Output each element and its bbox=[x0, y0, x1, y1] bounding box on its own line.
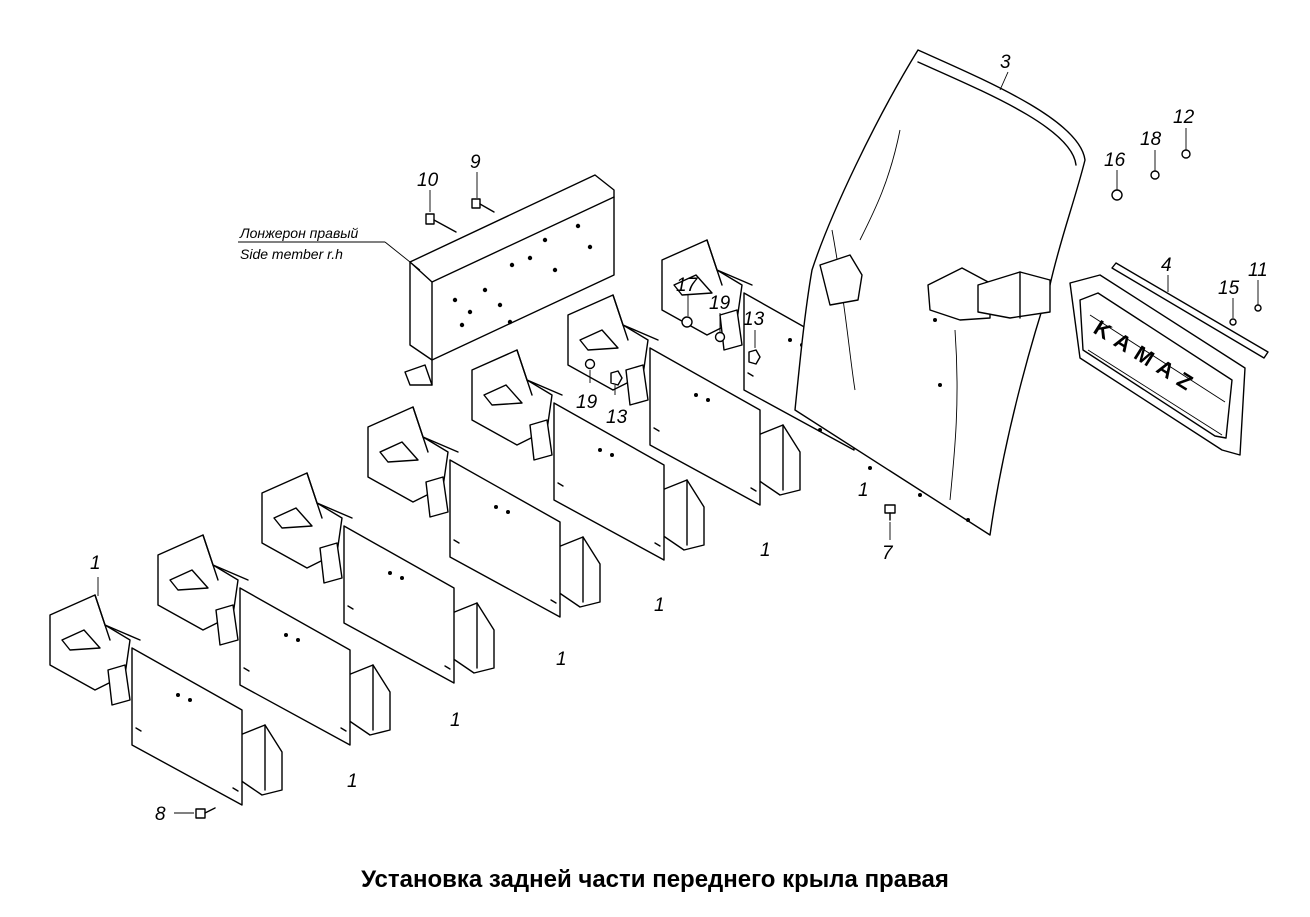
callout-label: 7 bbox=[882, 543, 894, 564]
fender bbox=[794, 49, 1086, 536]
callout-label: 1 bbox=[760, 540, 771, 561]
callout-label: 1 bbox=[858, 480, 869, 501]
side-member bbox=[404, 174, 615, 386]
bracket-unit bbox=[261, 472, 495, 684]
bolt-10 bbox=[425, 213, 457, 233]
callout-label: 11 bbox=[1248, 260, 1268, 281]
callout-label: 8 bbox=[155, 804, 166, 825]
callout-label: 3 bbox=[1000, 52, 1011, 73]
callout-label: 19 bbox=[576, 392, 598, 413]
callout-label: 9 bbox=[470, 152, 481, 173]
callout-label: 1 bbox=[654, 595, 665, 616]
bracket-units bbox=[49, 239, 895, 806]
diagram-title: Установка задней части переднего крыла п… bbox=[361, 866, 949, 893]
bracket-unit bbox=[157, 534, 391, 746]
fasteners bbox=[195, 149, 1262, 819]
side-member-label-ru: Лонжерон правый bbox=[239, 225, 359, 241]
callout-leaders bbox=[97, 71, 1259, 814]
callout-label: 19 bbox=[709, 293, 731, 314]
bolt-7 bbox=[884, 504, 896, 521]
callout-label: 4 bbox=[1161, 255, 1172, 276]
emblem-plate: KAMAZ bbox=[1069, 262, 1269, 456]
callout-label: 10 bbox=[417, 170, 439, 191]
callout-label: 1 bbox=[450, 710, 461, 731]
callout-label: 1 bbox=[556, 649, 567, 670]
callout-label: 13 bbox=[743, 309, 765, 330]
bracket-unit bbox=[49, 594, 283, 806]
bracket-unit bbox=[471, 349, 705, 561]
callout-label: 13 bbox=[606, 407, 628, 428]
callout-label: 15 bbox=[1218, 278, 1240, 299]
callout-label: 17 bbox=[676, 275, 699, 296]
callout-numbers: 1 1 1 1 1 1 1 3 4 7 8 9 10 11 12 13 13 1… bbox=[90, 52, 1268, 825]
callout-label: 16 bbox=[1104, 150, 1126, 171]
side-member-label-en: Side member r.h bbox=[240, 246, 343, 262]
bolt-9 bbox=[471, 198, 495, 213]
bolt-8 bbox=[195, 807, 216, 819]
callout-label: 1 bbox=[90, 553, 101, 574]
callout-label: 1 bbox=[347, 771, 358, 792]
bracket-unit bbox=[367, 406, 601, 618]
callout-label: 12 bbox=[1173, 107, 1195, 128]
callout-label: 18 bbox=[1140, 129, 1162, 150]
